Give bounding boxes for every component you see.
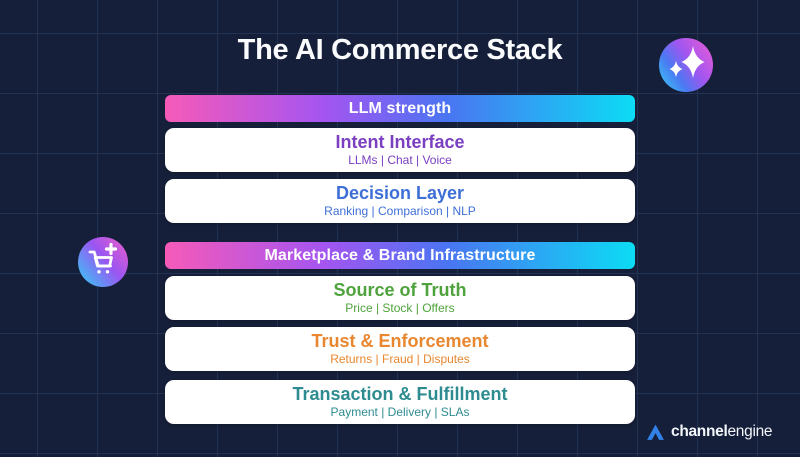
channelengine-logo-icon [646, 424, 665, 441]
layer-subtitle: Price | Stock | Offers [345, 300, 455, 315]
banner-llm-strength: LLM strength [165, 95, 635, 122]
layer-subtitle: Payment | Delivery | SLAs [330, 404, 470, 419]
ai-commerce-stack: LLM strength Intent Interface LLMs | Cha… [165, 95, 635, 424]
layer-subtitle: Ranking | Comparison | NLP [324, 203, 476, 218]
layer-transaction-fulfillment: Transaction & Fulfillment Payment | Deli… [165, 380, 635, 424]
layer-intent-interface: Intent Interface LLMs | Chat | Voice [165, 128, 635, 172]
page-title: The AI Commerce Stack [237, 34, 563, 66]
layer-heading: Intent Interface [335, 131, 465, 152]
banner-label: Marketplace & Brand Infrastructure [264, 246, 536, 264]
layer-heading: Decision Layer [335, 182, 465, 203]
layer-subtitle: Returns | Fraud | Disputes [330, 351, 470, 366]
banner-label: LLM strength [348, 99, 452, 117]
add-to-cart-icon [78, 237, 128, 287]
cart-badge [78, 237, 128, 287]
brand-wordmark: channelengine [671, 423, 773, 441]
layer-subtitle: LLMs | Chat | Voice [348, 152, 452, 167]
layer-heading: Source of Truth [333, 279, 467, 300]
layer-heading: Trust & Enforcement [311, 330, 489, 351]
layer-source-of-truth: Source of Truth Price | Stock | Offers [165, 276, 635, 320]
channelengine-logo: channelengine [646, 423, 773, 441]
sparkle-badge [659, 38, 713, 92]
banner-marketplace-brand-infrastructure: Marketplace & Brand Infrastructure [165, 242, 635, 269]
brand-word-light: engine [727, 423, 773, 440]
layer-heading: Transaction & Fulfillment [292, 383, 508, 404]
sparkle-stars-icon [659, 38, 713, 92]
brand-word-bold: channel [671, 423, 728, 440]
layer-decision-layer: Decision Layer Ranking | Comparison | NL… [165, 179, 635, 223]
layer-trust-enforcement: Trust & Enforcement Returns | Fraud | Di… [165, 327, 635, 371]
